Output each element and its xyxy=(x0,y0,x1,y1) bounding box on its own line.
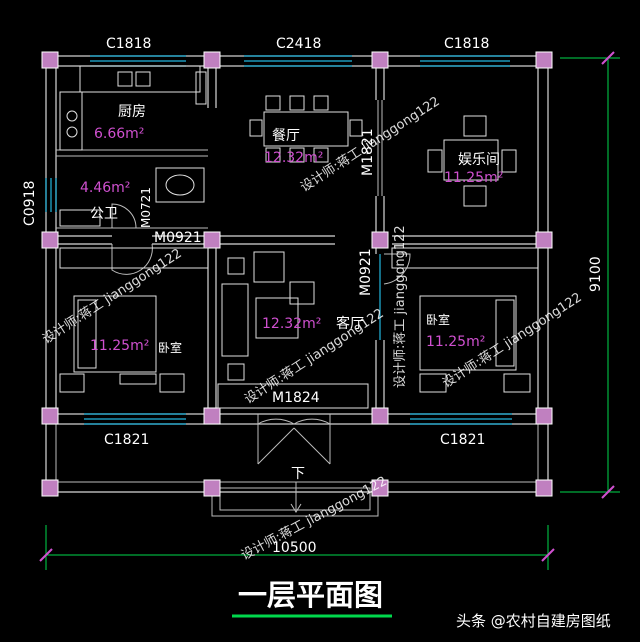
plan-title: 一层平面图 xyxy=(238,578,383,612)
watermark: 设计师:蒋工 jianggong122 xyxy=(393,225,408,388)
window-top-right-label: C1818 xyxy=(444,36,489,52)
source-credit: 头条 @农村自建房图纸 xyxy=(456,612,611,630)
door-bathroom-label: M0721 xyxy=(139,187,153,228)
recreation-table xyxy=(427,115,517,207)
furniture xyxy=(59,65,539,409)
window-left-side xyxy=(45,178,57,212)
window-top-middle-label: C2418 xyxy=(276,36,321,52)
room-living-name: 客厅 xyxy=(336,315,364,332)
door-entrance-label: M1824 xyxy=(272,390,320,406)
window-bottom-left xyxy=(84,413,186,425)
room-bathroom-name: 公卫 xyxy=(90,206,118,222)
room-dining-name: 餐厅 xyxy=(272,128,300,144)
dimension-lines xyxy=(39,51,620,570)
columns xyxy=(41,51,553,497)
kitchen-counter xyxy=(59,65,207,151)
room-recreation-area: 11.25m² xyxy=(444,170,503,186)
room-bedroom-left-area: 11.25m² xyxy=(90,338,149,354)
dining-table xyxy=(249,95,363,163)
window-top-left-label: C1818 xyxy=(106,36,151,52)
room-bathroom-area: 4.46m² xyxy=(80,180,130,196)
window-bottom-left-label: C1821 xyxy=(104,432,149,448)
window-top-middle xyxy=(244,55,352,67)
door-bedroom-left-label: M0921 xyxy=(154,230,202,246)
room-bedroom-left-name: 卧室 xyxy=(158,340,182,355)
window-left-side-label: C0918 xyxy=(22,181,38,226)
room-living-area: 12.32m² xyxy=(262,316,321,332)
room-bedroom-right-area: 11.25m² xyxy=(426,334,485,350)
room-kitchen-name: 厨房 xyxy=(118,104,146,120)
overall-width-label: 10500 xyxy=(272,540,317,556)
room-kitchen-area: 6.66m² xyxy=(94,126,144,142)
interior-walls xyxy=(56,66,538,414)
room-bedroom-right-name: 卧室 xyxy=(426,312,450,327)
room-dining-area: 12.32m² xyxy=(264,150,323,166)
window-bottom-right-label: C1821 xyxy=(440,432,485,448)
stair-mark: 下 xyxy=(291,466,305,482)
overall-depth-label: 9100 xyxy=(588,256,604,292)
bed-right xyxy=(391,247,539,393)
window-top-right xyxy=(420,55,510,67)
door-dining-label: M1821 xyxy=(360,128,376,176)
room-recreation-name: 娱乐间 xyxy=(458,152,500,168)
door-bedroom-right-label: M0921 xyxy=(358,248,374,296)
window-bottom-right xyxy=(410,413,512,425)
sofa-set xyxy=(217,251,369,409)
bed-left xyxy=(59,247,209,393)
doors xyxy=(111,100,411,513)
bathroom-fixtures xyxy=(59,167,205,227)
